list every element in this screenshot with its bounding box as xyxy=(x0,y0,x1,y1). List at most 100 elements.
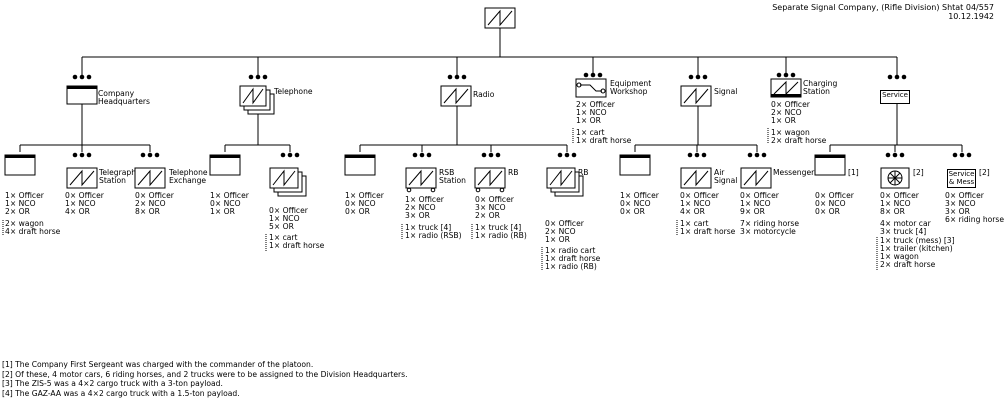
messenger-strength: 0× Officer 1× NCO 9× OR xyxy=(740,191,779,216)
workshop-strength: 2× Officer 1× NCO 1× OR xyxy=(576,100,615,125)
label-telegraph: Telegraph Station xyxy=(99,168,137,185)
rank-dot xyxy=(761,152,767,158)
signal-rank-dots xyxy=(688,74,708,80)
footnote-4: [4] The GAZ-AA was a 4×2 cargo truck wit… xyxy=(2,388,240,398)
hq-bar xyxy=(345,155,375,158)
rank-dot xyxy=(140,152,146,158)
signal-box-front xyxy=(239,85,267,107)
rb1-symbol xyxy=(474,167,506,189)
rank-dot xyxy=(590,72,596,78)
rank-dot xyxy=(783,72,789,78)
unit-symbols xyxy=(4,7,972,197)
box-outline xyxy=(575,78,607,98)
hq-bar xyxy=(815,155,845,158)
telegraph-rank-dots xyxy=(72,152,92,158)
hq-symbol xyxy=(66,85,98,105)
rb1-strength: 0× Officer 3× NCO 2× OR xyxy=(475,195,514,220)
connector-lines xyxy=(2,28,963,271)
signal-box-front xyxy=(546,167,576,189)
label-signal: Signal xyxy=(714,87,738,96)
tel-plt-strength: 0× Officer 1× NCO 5× OR xyxy=(269,206,308,231)
svc-med-equipment: 4× motor car 3× truck [4] xyxy=(880,219,931,236)
tel-exchange-symbol xyxy=(134,167,166,189)
label-service: Service xyxy=(882,91,908,99)
telegraph-symbol xyxy=(66,167,98,189)
signal-zigzag-icon xyxy=(408,169,434,187)
rank-dot xyxy=(583,72,589,78)
service-mess-box: Service & Mess xyxy=(947,169,976,188)
hq-bar xyxy=(67,86,97,89)
svc-med-equipment-2: 1× truck (mess) [3] 1× trailer (kitchen)… xyxy=(880,236,955,269)
rank-dot xyxy=(899,152,905,158)
svc-mess-rank-dots xyxy=(952,152,972,158)
signal-zigzag-icon xyxy=(242,87,264,105)
rank-dot xyxy=(79,74,85,80)
label-radio: Radio xyxy=(473,90,495,99)
rank-dot xyxy=(887,74,893,80)
rank-dot xyxy=(419,152,425,158)
tel-plt-rank-dots xyxy=(280,152,300,158)
rank-dot xyxy=(688,74,694,80)
rank-dot xyxy=(86,152,92,158)
wheel-icon xyxy=(406,187,412,193)
workshop-symbol xyxy=(575,78,607,98)
label-charging: Charging Station xyxy=(803,79,838,96)
label-rb1: RB xyxy=(508,168,519,177)
air-signal-rank-dots xyxy=(687,152,707,158)
rank-dot xyxy=(447,74,453,80)
wrench-end-icon xyxy=(576,82,582,88)
rank-dot xyxy=(687,152,693,158)
rsb-strength: 1× Officer 2× NCO 3× OR xyxy=(405,195,444,220)
label-note1: [1] xyxy=(848,168,859,177)
rank-dot xyxy=(461,74,467,80)
svc-cmd-symbol xyxy=(814,154,846,176)
chart-header: Separate Signal Company, (Rifle Division… xyxy=(772,3,994,21)
rank-dot xyxy=(262,74,268,80)
rank-dot xyxy=(79,152,85,158)
rb1-rank-dots xyxy=(481,152,501,158)
footnote-1: [1] The Company First Sergeant was charg… xyxy=(2,360,314,369)
label-telephone: Telephone xyxy=(274,87,313,96)
rank-dot xyxy=(294,152,300,158)
rank-dot xyxy=(287,152,293,158)
rank-dot xyxy=(901,74,907,80)
telegraph-strength: 0× Officer 1× NCO 4× OR xyxy=(65,191,104,216)
rank-dot xyxy=(488,152,494,158)
radio-rank-dots xyxy=(447,74,467,80)
rank-dot xyxy=(564,152,570,158)
messenger-symbol xyxy=(740,167,772,189)
wrench-end-icon xyxy=(600,88,606,94)
rank-dot xyxy=(255,74,261,80)
signal-zigzag-icon xyxy=(272,169,296,187)
rank-dot xyxy=(280,152,286,158)
rank-dot xyxy=(72,74,78,80)
footnote-3: [3] The ZIS-5 was a 4×2 cargo truck with… xyxy=(2,379,223,388)
label-tel-exchange: Telephone Exchange xyxy=(169,168,208,185)
signal-zigzag-icon xyxy=(743,169,769,187)
rb1-equipment: 1× truck [4] 1× radio (RB) xyxy=(475,223,527,240)
air-signal-equipment: 1× cart 1× draft horse xyxy=(680,219,736,236)
rank-dot xyxy=(412,152,418,158)
rank-dot xyxy=(892,152,898,158)
charging-equipment: 1× wagon 2× draft horse xyxy=(771,128,827,145)
rank-dot xyxy=(959,152,965,158)
rsb-rank-dots xyxy=(412,152,432,158)
hq-bar xyxy=(5,155,35,158)
signal-zigzag-icon xyxy=(773,80,799,96)
wrench-icon xyxy=(580,84,602,92)
rsb-symbol xyxy=(405,167,437,189)
svc-med-rank-dots xyxy=(885,152,905,158)
signal-zigzag-icon xyxy=(487,9,513,27)
rank-dot xyxy=(695,74,701,80)
tel-cmd-symbol xyxy=(209,154,241,176)
service-rank-dots xyxy=(887,74,907,80)
rank-dot xyxy=(952,152,958,158)
signal-zigzag-icon xyxy=(69,169,95,187)
rank-dot xyxy=(776,72,782,78)
rank-dot xyxy=(597,72,603,78)
radio-symbol xyxy=(440,85,472,107)
charging-strength: 0× Officer 2× NCO 1× OR xyxy=(771,100,810,125)
hq-bar xyxy=(620,155,650,158)
signal-symbol xyxy=(680,85,712,107)
